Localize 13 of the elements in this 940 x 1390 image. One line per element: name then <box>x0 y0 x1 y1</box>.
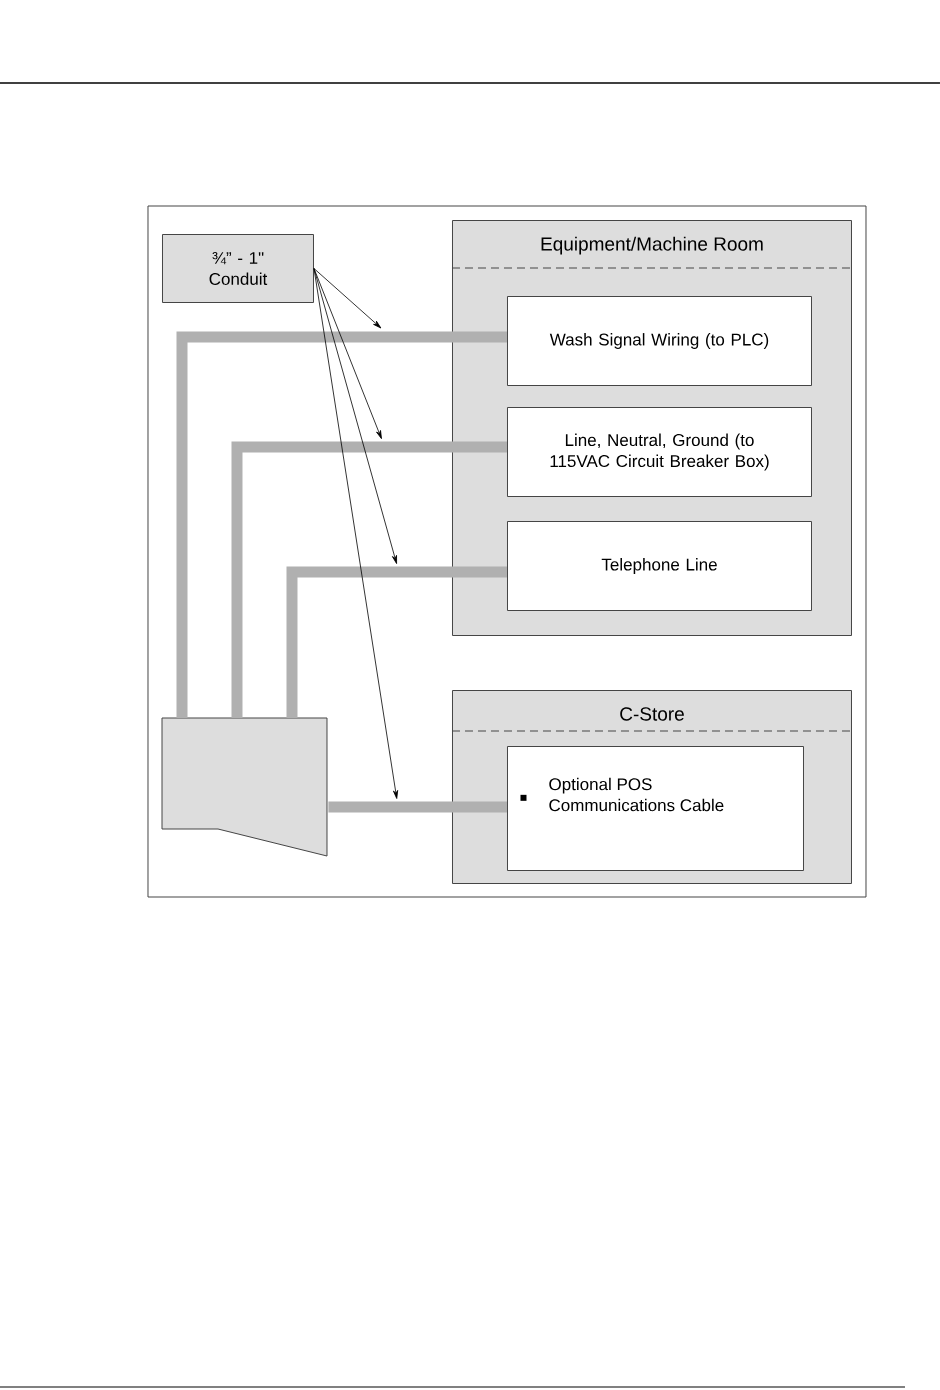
wire-box: Wash Signal Wiring (to PLC) <box>507 296 812 386</box>
controller-box <box>161 717 328 857</box>
conduit-pipe <box>286 566 507 718</box>
wire-box: Telephone Line <box>507 521 812 611</box>
cable-box: Optional POS Communications Cable <box>507 746 804 871</box>
wire-box: Line, Neutral, Ground (to 115VAC Circuit Breaker Box) <box>507 407 812 497</box>
conduit-pipe <box>328 801 507 813</box>
conduit-box: ¾” - 1" Conduit <box>162 234 314 303</box>
leader-line <box>313 268 399 799</box>
conduit-pipe <box>176 331 507 718</box>
leader-line <box>313 268 397 564</box>
leader-line <box>313 268 382 329</box>
conduit-pipe <box>231 441 507 718</box>
